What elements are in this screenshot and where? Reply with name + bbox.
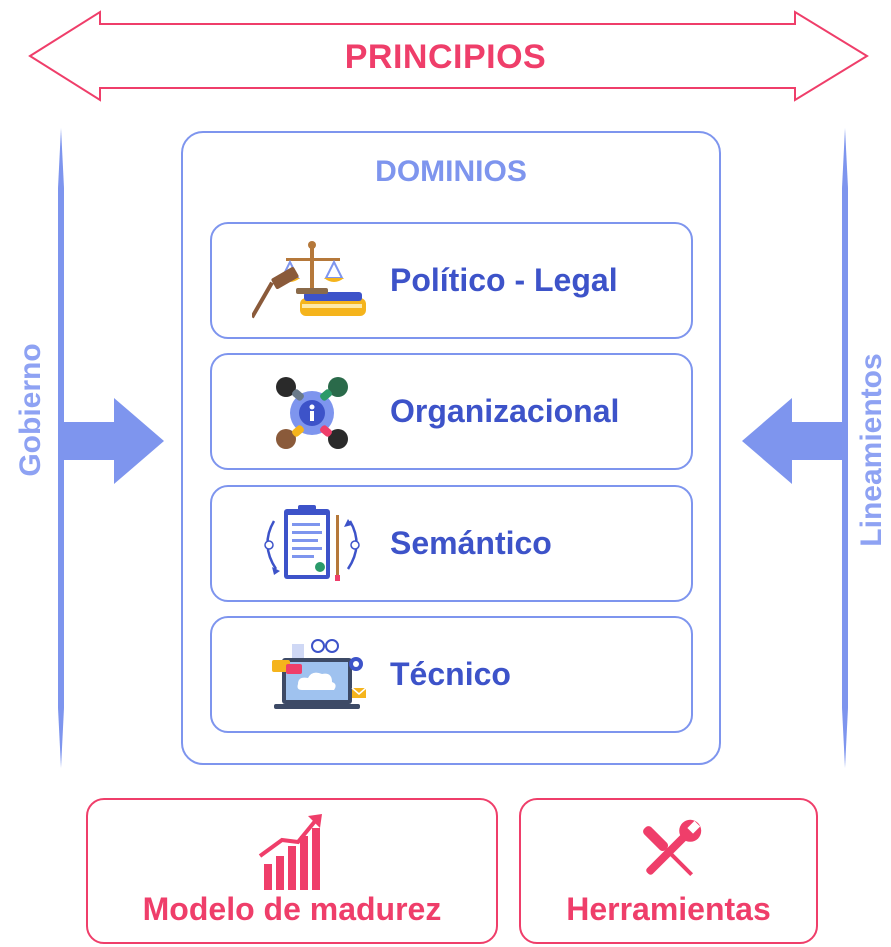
lineamientos-label: Lineamientos xyxy=(855,353,888,547)
lineamientos-arrow-icon xyxy=(742,398,846,484)
bar-chart-growth-icon xyxy=(258,814,322,890)
domain-politico-legal-label: Político - Legal xyxy=(390,262,618,298)
herramientas-box: Herramientas xyxy=(519,798,818,944)
scales-gavel-icon xyxy=(252,241,366,319)
gobierno-label: Gobierno xyxy=(14,343,47,477)
gobierno-arrow-icon xyxy=(60,398,164,484)
dominios-title: DOMINIOS xyxy=(375,155,527,188)
dominios-frame xyxy=(181,131,721,765)
herramientas-label: Herramientas xyxy=(566,891,771,927)
domain-tecnico: Técnico xyxy=(210,616,693,733)
clipboard-cycle-icon xyxy=(264,505,360,581)
domain-semantico-label: Semántico xyxy=(390,525,552,561)
domain-organizacional: Organizacional xyxy=(210,353,693,470)
modelo-madurez-box: Modelo de madurez xyxy=(86,798,498,944)
wrench-screwdriver-icon xyxy=(642,819,701,877)
people-info-icon xyxy=(276,377,348,449)
modelo-madurez-label: Modelo de madurez xyxy=(142,891,442,927)
principios-double-arrow xyxy=(28,10,869,102)
laptop-cloud-icon xyxy=(272,639,367,709)
principios-label: PRINCIPIOS xyxy=(344,38,547,76)
domain-politico-legal: Político - Legal xyxy=(210,222,693,339)
domain-organizacional-label: Organizacional xyxy=(390,393,620,429)
domain-tecnico-label: Técnico xyxy=(390,656,511,692)
domain-semantico: Semántico xyxy=(210,485,693,602)
